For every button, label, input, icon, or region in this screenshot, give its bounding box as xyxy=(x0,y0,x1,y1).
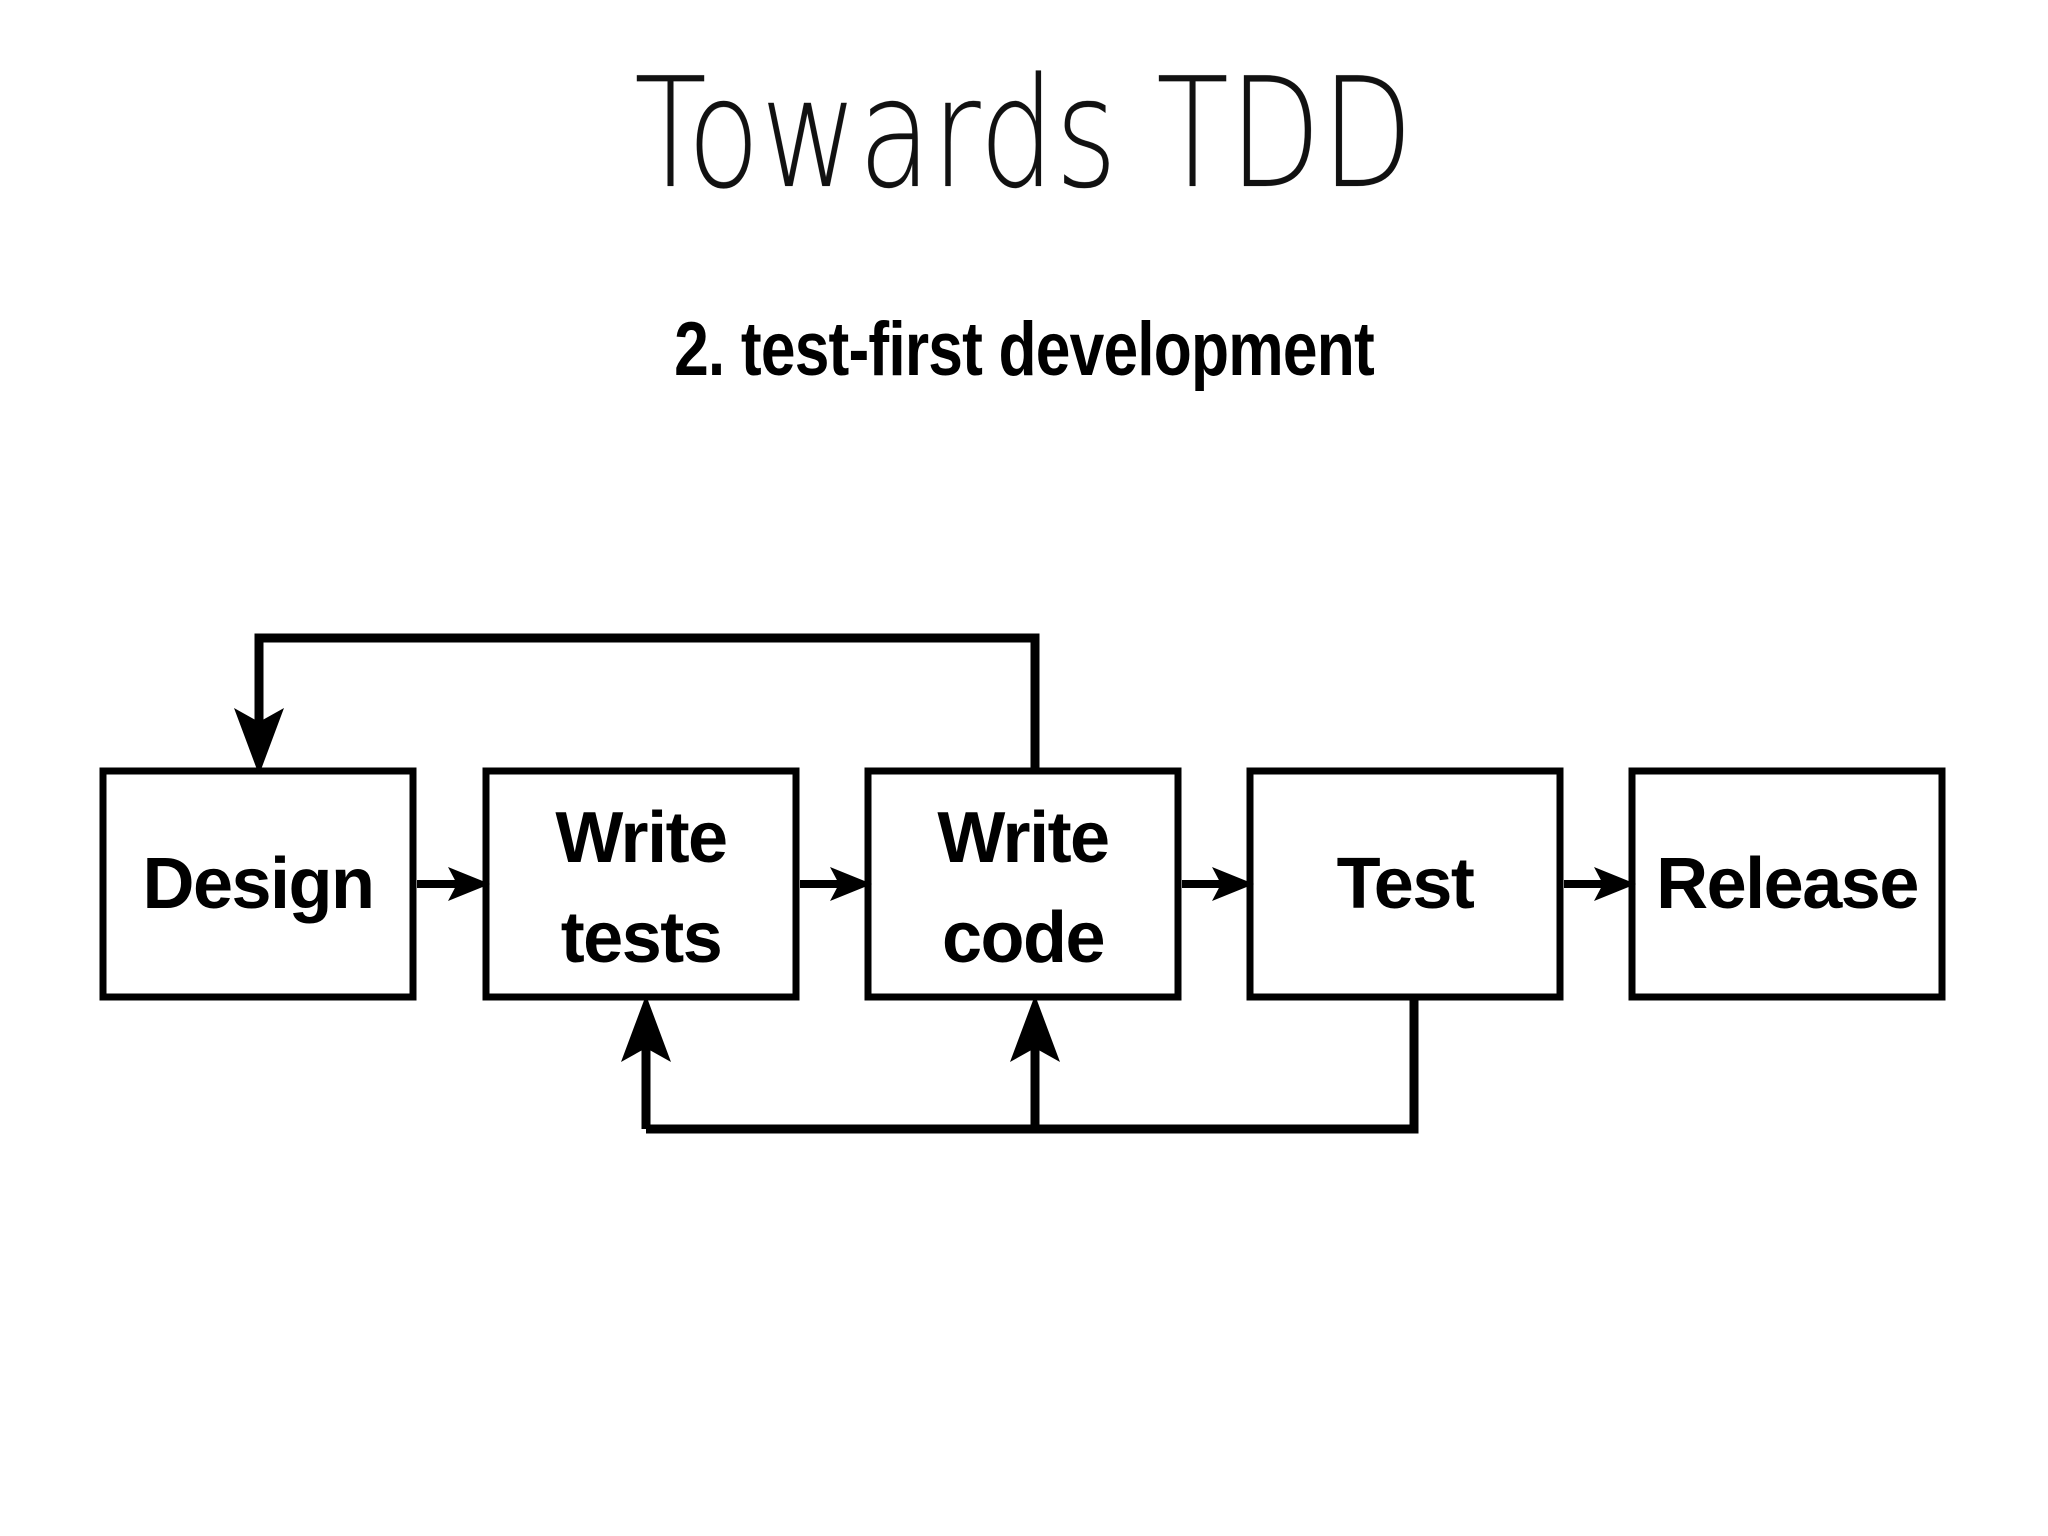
flow-stage-write-tests-label-line2: tests xyxy=(561,898,722,978)
flow-stage-write-tests[interactable]: Write tests xyxy=(482,767,800,1001)
flow-stage-test[interactable]: Test xyxy=(1246,767,1564,1001)
flow-stage-write-code-label-line2: code xyxy=(942,898,1104,978)
flow-stage-release-label: Release xyxy=(1656,844,1918,924)
page-subtitle: 2. test-first development xyxy=(674,307,1375,392)
forward-arrow-write-tests-to-write-code xyxy=(800,867,872,901)
flow-stage-write-code[interactable]: Write code xyxy=(864,767,1182,1001)
flow-stage-design[interactable]: Design xyxy=(99,767,417,1001)
flow-stage-test-label: Test xyxy=(1337,844,1475,924)
flow-stage-design-label: Design xyxy=(142,844,373,924)
feedback-arrow-test-to-write-code xyxy=(646,995,1419,1134)
flow-stage-release[interactable]: Release xyxy=(1628,767,1946,1001)
flow-stage-write-code-label-line1: Write xyxy=(937,798,1108,878)
feedback-arrow-test-to-write-tests xyxy=(621,995,671,1129)
feedback-arrow-write-code-to-design xyxy=(234,633,1040,775)
forward-arrow-test-to-release xyxy=(1564,867,1636,901)
page-title: Towards TDD xyxy=(634,45,1414,222)
forward-arrow-write-code-to-test xyxy=(1182,867,1254,901)
flow-stage-write-tests-label-line1: Write xyxy=(555,798,726,878)
forward-arrow-design-to-write-tests xyxy=(417,867,490,901)
